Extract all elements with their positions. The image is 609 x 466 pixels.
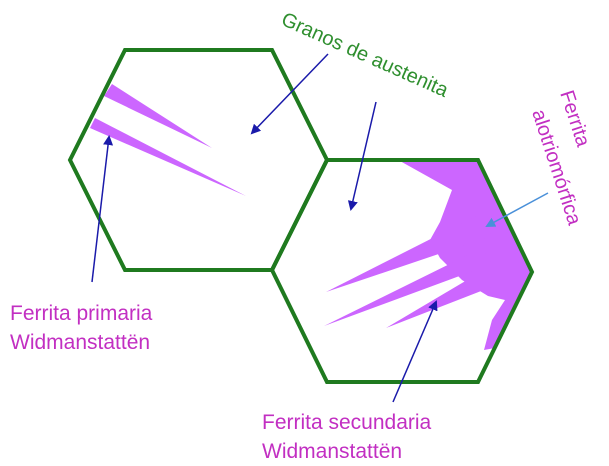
- primary-widmanstatten-arrow: [91, 135, 114, 283]
- ferrita-secundaria-label-line1: Ferrita secundaria: [262, 411, 432, 434]
- arrows: [91, 53, 549, 403]
- austenite-grains: [67, 48, 535, 384]
- allotriomorphic-ferrite: [400, 161, 532, 350]
- secondary-plate-2: [324, 248, 492, 326]
- granos-de-austenita-label: Granos de austenita: [278, 8, 452, 102]
- austenite-arrow-right: [347, 101, 377, 211]
- ferrita-secundaria-label-line2: Widmanstattën: [262, 440, 402, 463]
- right-austenite-grain: [269, 158, 535, 384]
- secondary-widmanstatten-arrow: [392, 300, 438, 403]
- secondary-plate-3: [386, 270, 494, 328]
- allotriomorphic-arrow: [485, 192, 549, 227]
- austenite-arrow-left: [250, 53, 329, 135]
- secondary-plate-1: [326, 214, 492, 292]
- primary-plate-upper: [104, 84, 212, 148]
- ferrita-primaria-label-line2: Widmanstattën: [10, 331, 150, 354]
- ferrita-primaria-label-line1: Ferrita primaria: [10, 302, 153, 325]
- ferrite-regions: [90, 84, 532, 350]
- primary-plate-lower: [90, 118, 246, 196]
- ferrita-alotriomorfica-label-line1: Ferrita: [555, 88, 594, 151]
